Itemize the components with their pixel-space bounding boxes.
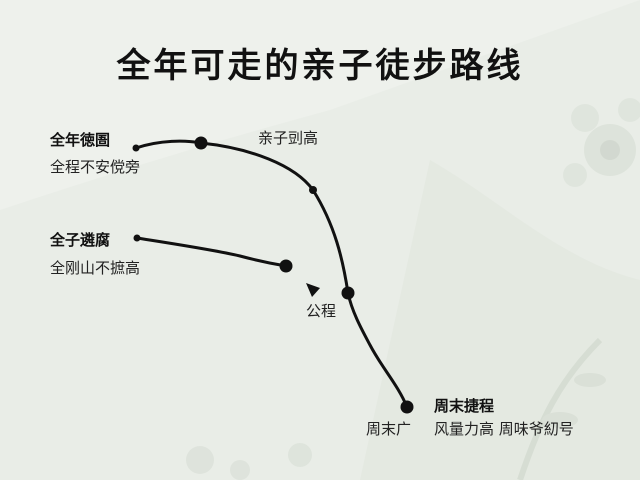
label-bottom-title: 周末捷程 <box>434 397 495 415</box>
route-center-dot[interactable] <box>341 286 355 300</box>
label-top-left-title: 全年徳圄 <box>50 131 111 149</box>
label-mid-left-sub: 全刚山不摭高 <box>50 259 141 277</box>
label-top-left-sub: 全程不安傥旁 <box>50 158 141 176</box>
label-bottom-left: 周末广 <box>366 420 412 438</box>
label-bottom-right: 风量力高 周味爷糿号 <box>434 420 574 438</box>
direction-arrow-icon <box>306 283 320 297</box>
label-mid-left-title: 全子遴腐 <box>50 231 111 249</box>
route-small-waypoint-dot[interactable] <box>309 186 317 194</box>
route-start-dot[interactable] <box>132 144 140 152</box>
label-center: 公程 <box>306 302 337 320</box>
route-waypoint-dot[interactable] <box>194 136 208 150</box>
branch-end-dot[interactable] <box>279 259 293 273</box>
plant-decoration <box>517 337 606 480</box>
flower-decoration <box>563 98 640 187</box>
branch-start-dot[interactable] <box>133 234 141 242</box>
label-top-right: 亲子剅高 <box>258 129 319 147</box>
branch-route-line <box>135 236 288 268</box>
bottom-flowers-decoration <box>186 443 312 480</box>
route-end-dot[interactable] <box>400 400 414 414</box>
page-title: 全年可走的亲子徒步路线 <box>116 46 524 86</box>
